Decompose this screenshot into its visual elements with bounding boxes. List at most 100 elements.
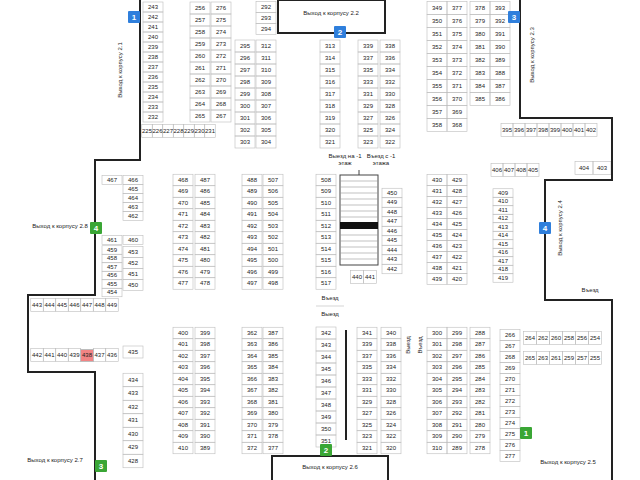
parking-space: [427, 408, 447, 420]
space-number: 405: [527, 164, 539, 177]
parking-space: [447, 106, 467, 119]
parking-space: [493, 206, 513, 215]
ramp-divider: [359, 170, 360, 175]
parking-space: [316, 411, 336, 423]
space-number: 457: [102, 263, 122, 272]
space-number: 418: [493, 265, 513, 274]
space-number: 231: [205, 125, 216, 138]
space-number: 276: [500, 440, 520, 451]
space-number: 307: [427, 408, 447, 420]
parking-space: [173, 232, 193, 244]
space-number: 299: [235, 88, 255, 100]
parking-space: [576, 352, 589, 365]
space-number: 431: [427, 186, 447, 197]
parking-space: [427, 119, 447, 132]
space-grid: [31, 2, 611, 468]
parking-space: [358, 52, 378, 64]
parking-space: [490, 80, 510, 93]
space-number: 395: [501, 124, 513, 137]
parking-space: [470, 442, 490, 454]
space-number: 346: [316, 375, 336, 387]
space-number: 233: [143, 102, 163, 112]
parking-space: [143, 52, 163, 62]
parking-space: [358, 76, 378, 88]
space-number: 352: [427, 41, 447, 54]
parking-space: [195, 419, 215, 431]
parking-space: [263, 350, 283, 362]
parking-space: [447, 15, 467, 28]
space-number: 311: [256, 52, 276, 64]
space-number: 461: [102, 236, 122, 245]
parking-space: [382, 188, 402, 198]
parking-space: [235, 76, 255, 88]
parking-space: [380, 40, 400, 52]
parking-space: [235, 52, 255, 64]
parking-space: [493, 214, 513, 223]
parking-space: [195, 278, 215, 290]
space-number: 466: [123, 176, 143, 185]
space-number: 234: [143, 92, 163, 102]
parking-space: [470, 93, 490, 106]
parking-space: [447, 2, 467, 15]
space-number: 300: [235, 100, 255, 112]
parking-space: [242, 362, 262, 374]
space-number: 374: [447, 41, 467, 54]
space-number: 397: [525, 124, 537, 137]
parking-space: [194, 125, 205, 138]
space-number: 356: [427, 93, 447, 106]
space-number: 400: [173, 327, 193, 339]
parking-space: [123, 258, 143, 269]
space-number: 324: [380, 124, 400, 136]
space-number: 442: [31, 349, 44, 362]
parking-space: [320, 52, 340, 64]
building-block: [278, 0, 385, 33]
space-number: 286: [470, 350, 490, 362]
parking-space: [263, 396, 283, 408]
space-number: 302: [427, 350, 447, 362]
space-number: 365: [242, 362, 262, 374]
parking-space: [447, 396, 467, 408]
parking-space: [320, 76, 340, 88]
parking-space: [500, 396, 520, 407]
parking-space: [195, 232, 215, 244]
parking-space: [102, 288, 122, 297]
space-number: 410: [173, 442, 193, 454]
parking-space: [123, 269, 143, 280]
parking-space: [173, 431, 193, 443]
parking-space: [381, 362, 401, 374]
space-number: 499: [263, 266, 283, 278]
space-number: 354: [427, 67, 447, 80]
parking-space: [316, 339, 336, 351]
parking-space: [123, 280, 143, 291]
parking-space: [173, 255, 193, 267]
parking-space: [447, 431, 467, 443]
space-number: 436: [106, 349, 119, 362]
space-number: 281: [470, 408, 490, 420]
space-number: 263: [537, 352, 550, 365]
space-number: 375: [447, 28, 467, 41]
parking-space: [381, 396, 401, 408]
parking-space: [123, 373, 143, 387]
space-number: 330: [380, 88, 400, 100]
space-number: 241: [143, 22, 163, 32]
parking-space: [447, 28, 467, 41]
space-number: 259: [563, 352, 576, 365]
parking-space: [102, 254, 122, 263]
parking-space: [380, 88, 400, 100]
space-number: 291: [447, 419, 467, 431]
space-number: 268: [500, 352, 520, 363]
space-number: 444: [382, 245, 402, 255]
space-number: 317: [320, 88, 340, 100]
parking-space: [490, 93, 510, 106]
parking-space: [190, 38, 210, 50]
marker-number: 2: [324, 446, 328, 455]
space-number: 364: [242, 350, 262, 362]
parking-space: [589, 352, 602, 365]
space-number: 492: [242, 220, 262, 232]
parking-space: [380, 124, 400, 136]
space-number: 321: [320, 136, 340, 148]
parking-space: [263, 255, 283, 267]
parking-space: [447, 186, 467, 197]
parking-space: [263, 408, 283, 420]
